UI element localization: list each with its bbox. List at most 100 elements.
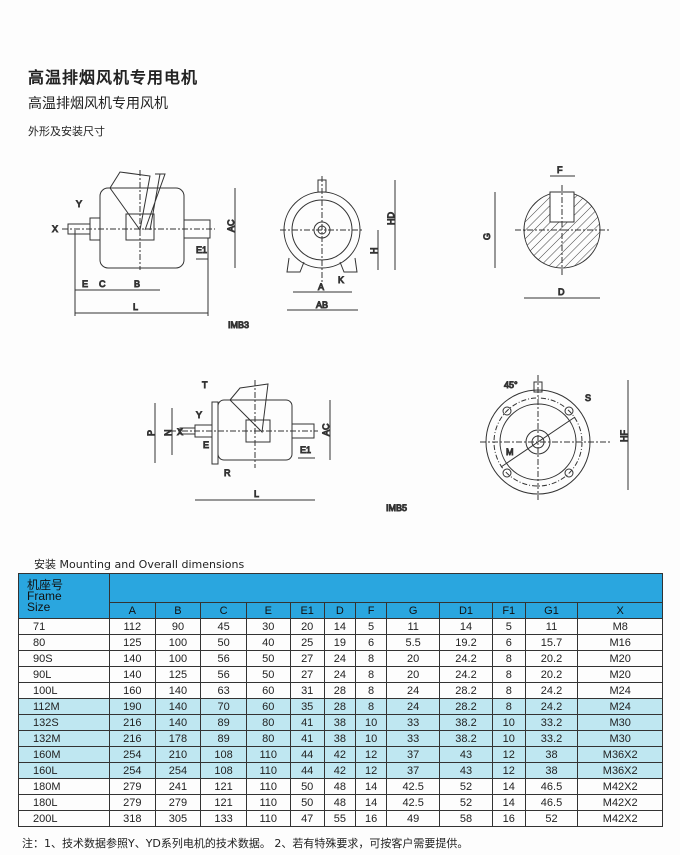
- technical-drawings: X Y AC E1 E C B L HD H K A AB IMB3: [52, 165, 630, 514]
- table-cell: 46.5: [524, 778, 579, 795]
- frame-size-cell: 71: [18, 618, 110, 635]
- dim-s: S: [585, 393, 591, 403]
- column-header-d1: D1: [439, 602, 493, 619]
- table-cell: 43: [439, 762, 493, 779]
- dim-l-b5: L: [254, 489, 259, 499]
- table-cell: 10: [491, 714, 526, 731]
- table-cell: 20.2: [524, 650, 579, 667]
- dim-l: L: [133, 302, 138, 312]
- table-cell: 254: [109, 746, 156, 763]
- dim-e1: E1: [196, 245, 207, 255]
- table-cell: 10: [491, 730, 526, 747]
- frame-header-en2: Size: [27, 599, 51, 614]
- table-cell: 14: [354, 778, 388, 795]
- table-cell: 90: [154, 618, 202, 635]
- frame-size-cell: 132M: [18, 730, 110, 747]
- table-cell: 58: [439, 810, 493, 827]
- frame-size-cell: 160M: [18, 746, 110, 763]
- column-header-b: B: [154, 602, 202, 619]
- table-caption: 安装 Mounting and Overall dimensions: [34, 558, 245, 571]
- table-cell: 318: [109, 810, 156, 827]
- table-cell: 100: [154, 634, 202, 651]
- table-cell: M24: [577, 698, 663, 715]
- dim-hd: HD: [386, 212, 396, 225]
- table-cell: 110: [245, 794, 291, 811]
- dim-ac-b5: AC: [321, 423, 331, 436]
- table-cell: M16: [577, 634, 663, 651]
- header-band: [109, 573, 663, 603]
- table-cell: 140: [154, 714, 202, 731]
- table-cell: 20.2: [524, 666, 579, 683]
- dim-c: C: [99, 279, 106, 289]
- table-cell: M8: [577, 618, 663, 635]
- imb3-side-view: X Y AC E1 E C B L: [52, 170, 237, 316]
- imb5-side-view: T Y P N X E AC E1 R L IMB5: [146, 380, 408, 514]
- table-cell: 11: [524, 618, 579, 635]
- column-header-g1: G1: [524, 602, 579, 619]
- footnote: 注：1、技术数据参照Y、YD系列电机的技术数据。 2、若有特殊要求，可按客户需要…: [22, 837, 469, 850]
- table-cell: 133: [200, 810, 247, 827]
- table-cell: 12: [491, 762, 526, 779]
- table-cell: 38: [524, 762, 579, 779]
- table-cell: 33.2: [524, 730, 579, 747]
- table-cell: 48: [323, 778, 356, 795]
- table-cell: 24.2: [439, 650, 493, 667]
- table-cell: 254: [109, 762, 156, 779]
- table-cell: 38.2: [439, 730, 493, 747]
- table-cell: 28: [323, 682, 356, 699]
- table-cell: 80: [245, 730, 291, 747]
- table-cell: 10: [354, 730, 388, 747]
- table-cell: 6: [354, 634, 388, 651]
- column-header-a: A: [109, 602, 156, 619]
- table-cell: 210: [154, 746, 202, 763]
- frame-size-cell: 180M: [18, 778, 110, 795]
- column-header-e: E: [245, 602, 291, 619]
- table-cell: 5: [354, 618, 388, 635]
- table-cell: 216: [109, 730, 156, 747]
- imb3-front-view: HD H K A AB IMB3: [228, 176, 397, 331]
- frame-size-cell: 160L: [18, 762, 110, 779]
- table-cell: 178: [154, 730, 202, 747]
- table-cell: 110: [245, 746, 291, 763]
- table-cell: 42: [323, 746, 356, 763]
- table-cell: 38: [323, 714, 356, 731]
- table-cell: 19.2: [439, 634, 493, 651]
- table-cell: 33: [386, 730, 441, 747]
- table-cell: 42.5: [386, 794, 441, 811]
- table-cell: 8: [491, 666, 526, 683]
- table-cell: 5: [491, 618, 526, 635]
- frame-size-cell: 90L: [18, 666, 110, 683]
- table-cell: 305: [154, 810, 202, 827]
- table-cell: 125: [154, 666, 202, 683]
- table-cell: 108: [200, 746, 247, 763]
- table-cell: 110: [245, 778, 291, 795]
- table-cell: 8: [354, 698, 388, 715]
- dim-ab: AB: [316, 300, 328, 310]
- dim-h: H: [369, 248, 379, 255]
- page-subtitle: 高温排烟风机专用风机: [28, 96, 168, 112]
- table-cell: M30: [577, 714, 663, 731]
- frame-size-cell: 112M: [18, 698, 110, 715]
- frame-header-en1: Frame: [27, 588, 62, 603]
- table-cell: 140: [154, 698, 202, 715]
- frame-size-cell: 80: [18, 634, 110, 651]
- table-cell: 100: [154, 650, 202, 667]
- dim-k: K: [338, 275, 344, 285]
- shaft-section-view: F G D: [482, 165, 610, 299]
- dim-x: X: [52, 224, 58, 234]
- table-cell: 28.2: [439, 698, 493, 715]
- table-cell: M42X2: [577, 794, 663, 811]
- dim-b: B: [134, 279, 140, 289]
- dim-e: E: [82, 279, 88, 289]
- table-cell: 42.5: [386, 778, 441, 795]
- table-cell: 125: [109, 634, 156, 651]
- table-cell: 60: [245, 682, 291, 699]
- table-cell: 52: [439, 778, 493, 795]
- table-cell: 8: [354, 650, 388, 667]
- page-title: 高温排烟风机专用电机: [28, 68, 199, 87]
- table-cell: 50: [289, 778, 325, 795]
- table-cell: 89: [200, 730, 247, 747]
